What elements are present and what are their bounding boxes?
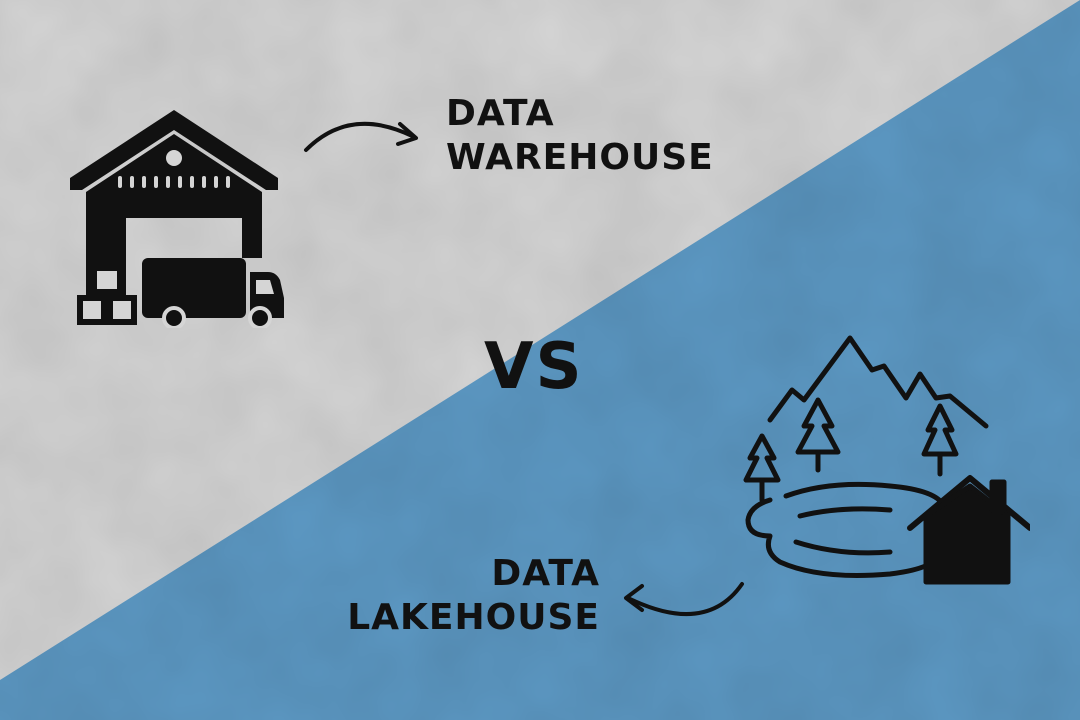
warehouse-title-line1: DATA [446, 93, 555, 134]
warehouse-truck-icon [70, 110, 284, 328]
lakehouse-title-line2: LAKEHOUSE [347, 597, 600, 638]
warehouse-title-line2: WAREHOUSE [446, 137, 714, 178]
vs-text: VS [484, 330, 584, 404]
lakehouse-title: DATA LAKEHOUSE [300, 552, 600, 640]
lakehouse-title-line1: DATA [491, 553, 600, 594]
arrow-right-icon [304, 121, 418, 152]
lake-house-icon [743, 335, 1030, 585]
warehouse-title: DATA WAREHOUSE [446, 92, 714, 180]
arrow-left-icon [624, 582, 744, 617]
